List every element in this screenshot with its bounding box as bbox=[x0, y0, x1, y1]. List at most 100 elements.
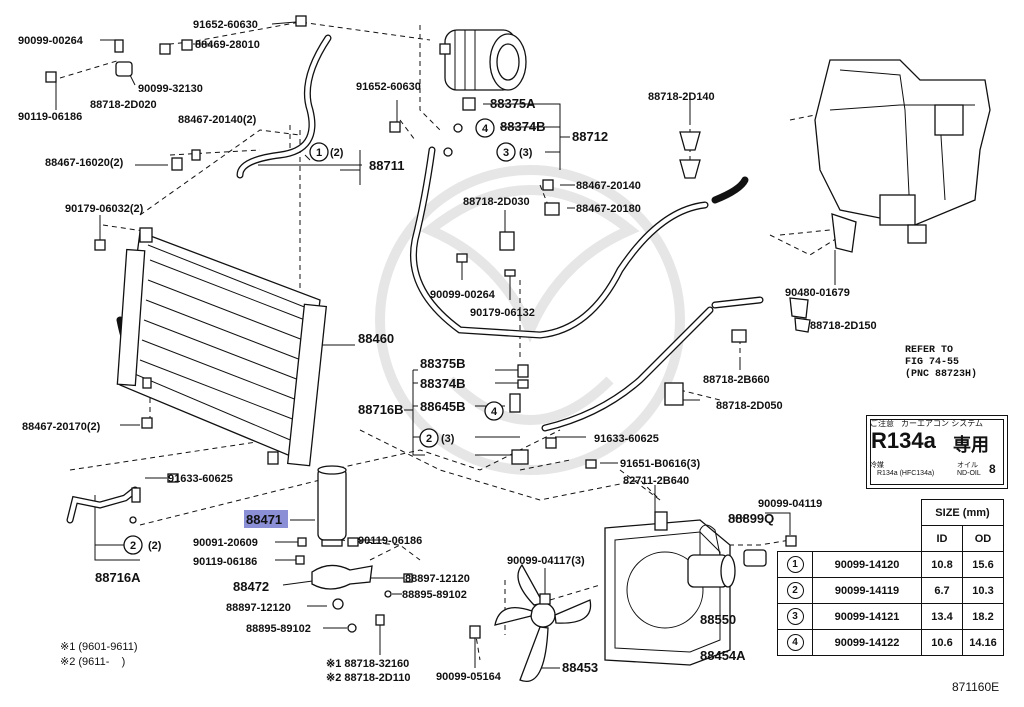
receiver-dryer bbox=[317, 465, 347, 547]
circle-3-qty: (3) bbox=[519, 147, 533, 159]
row-od: 15.6 bbox=[962, 551, 1004, 578]
callout-90099-00264-b: 90099-00264 bbox=[430, 289, 496, 301]
callout-88374b-top: 88374B bbox=[500, 119, 546, 134]
condenser bbox=[116, 227, 328, 467]
callout-88550: 88550 bbox=[700, 612, 736, 627]
callout-88467-20140: 88467-20140 bbox=[576, 180, 641, 192]
callout-88467-20170-2: 88467-20170(2) bbox=[22, 421, 101, 433]
condenser-fins bbox=[139, 259, 306, 421]
circle-number-2-mid: 2 bbox=[426, 433, 432, 445]
refrigerant-label: ご注意 カーエアコン システム R134a 専用 冷媒 R134a (HFC13… bbox=[866, 415, 1008, 489]
callout-88711: 88711 bbox=[369, 158, 404, 173]
callout-90099-04119: 90099-04119 bbox=[758, 498, 822, 510]
circle-marks: 1 4 3 4 2 2 bbox=[123, 118, 516, 555]
callout-88895-89102-a: 88895-89102 bbox=[402, 589, 467, 601]
hoses bbox=[66, 34, 764, 524]
callout-90099-00264-a: 90099-00264 bbox=[18, 35, 84, 47]
row-circle-number: 3 bbox=[786, 608, 804, 625]
callout-90119-06186-b: 90119-06186 bbox=[358, 535, 422, 547]
callout-88718-2d150: 88718-2D150 bbox=[810, 320, 877, 332]
row-circle-number: 1 bbox=[786, 556, 804, 573]
callout-88645b: 88645B bbox=[420, 399, 466, 414]
label-foot-left-title: 冷媒 bbox=[870, 462, 884, 469]
size-table-title: SIZE (mm) bbox=[921, 499, 1004, 526]
callout-90091-20609: 90091-20609 bbox=[193, 537, 258, 549]
callout-90119-06186-c: 90119-06186 bbox=[193, 556, 257, 568]
refer-note: REFER TO FIG 74-55 (PNC 88723H) bbox=[905, 345, 978, 380]
circle-number-4-top: 4 bbox=[482, 123, 489, 135]
row-od: 18.2 bbox=[962, 603, 1004, 630]
callout-88718-2d110: ※2 88718-2D110 bbox=[326, 672, 410, 684]
callout-88899q: 88899Q bbox=[728, 511, 774, 526]
callout-88467-20180: 88467-20180 bbox=[576, 203, 641, 215]
circle-1-qty: (2) bbox=[330, 147, 344, 159]
evaporator-unit bbox=[814, 59, 991, 244]
callout-88718-2d140: 88718-2D140 bbox=[648, 91, 715, 103]
callout-88471: 88471 bbox=[246, 512, 282, 527]
circle-number-1-top: 1 bbox=[316, 147, 322, 159]
table-row: 3 90099-14121 13.4 18.2 bbox=[777, 603, 1004, 630]
callout-88453: 88453 bbox=[562, 660, 598, 675]
compressor bbox=[439, 29, 527, 91]
callout-90480-01679: 90480-01679 bbox=[785, 287, 850, 299]
circle-2-qty-left: (2) bbox=[148, 540, 162, 552]
callout-88469-28010: 88469-28010 bbox=[195, 39, 260, 51]
callout-91633-60625-a: 91633-60625 bbox=[594, 433, 659, 445]
circle-number-2-left: 2 bbox=[130, 540, 136, 552]
connector bbox=[743, 549, 767, 567]
circle-2-qty-mid: (3) bbox=[441, 433, 455, 445]
callout-90099-32130: 90099-32130 bbox=[138, 83, 203, 95]
label-foot-right-title: オイル bbox=[957, 462, 978, 469]
callout-88718-32160: ※1 88718-32160 bbox=[326, 658, 409, 670]
note-2: ※2 (9611- ) bbox=[60, 656, 126, 668]
leader-lines bbox=[55, 21, 836, 669]
callout-88895-89102-b: 88895-89102 bbox=[246, 623, 311, 635]
refrigerant-label-frame bbox=[870, 419, 1004, 485]
callout-88460: 88460 bbox=[358, 331, 394, 346]
callout-88374b-mid: 88374B bbox=[420, 376, 466, 391]
table-row: 1 90099-14120 10.8 15.6 bbox=[777, 551, 1004, 578]
callout-91651-b0616-3: 91651-B0616(3) bbox=[620, 458, 700, 470]
figure-id: 871160E bbox=[952, 680, 1000, 694]
size-table-col-id: ID bbox=[921, 525, 963, 552]
callout-90099-05164: 90099-05164 bbox=[436, 671, 502, 683]
row-od: 14.16 bbox=[962, 629, 1004, 656]
callout-88375a: 88375A bbox=[490, 96, 536, 111]
callout-88472: 88472 bbox=[233, 579, 269, 594]
row-id: 10.6 bbox=[921, 629, 963, 656]
part-callouts: 90099-00264 91652-60630 88469-28010 9009… bbox=[18, 19, 877, 684]
callout-88467-20140-2: 88467-20140(2) bbox=[178, 114, 257, 126]
watermark-logo bbox=[375, 165, 685, 475]
hose-size-table: SIZE (mm) ID OD 1 90099-14120 10.8 15.6 … bbox=[777, 499, 1004, 656]
callout-88716b: 88716B bbox=[358, 402, 404, 417]
callout-88454a: 88454A bbox=[700, 648, 746, 663]
callout-90179-06032-2: 90179-06032(2) bbox=[65, 203, 144, 215]
label-foot-number: 8 bbox=[989, 462, 996, 476]
callout-88718-2b660: 88718-2B660 bbox=[703, 374, 770, 386]
callout-88712: 88712 bbox=[572, 129, 608, 144]
row-id: 10.8 bbox=[921, 551, 963, 578]
row-part-number: 90099-14120 bbox=[812, 551, 922, 578]
callout-91652-60630-a: 91652-60630 bbox=[193, 19, 258, 31]
circle-number-3-top: 3 bbox=[503, 147, 509, 159]
fan-shroud bbox=[604, 519, 731, 666]
row-id: 13.4 bbox=[921, 603, 963, 630]
small-fittings bbox=[45, 15, 857, 639]
label-kanji: 専用 bbox=[953, 435, 989, 455]
dryer-bracket bbox=[311, 564, 385, 626]
row-part-number: 90099-14121 bbox=[812, 603, 922, 630]
row-part-number: 90099-14119 bbox=[812, 577, 922, 604]
row-circle-number: 2 bbox=[786, 582, 804, 599]
part-highlight bbox=[244, 510, 288, 528]
fan-motor bbox=[687, 524, 736, 588]
row-part-number: 90099-14122 bbox=[812, 629, 922, 656]
callout-88716a: 88716A bbox=[95, 570, 141, 585]
row-od: 10.3 bbox=[962, 577, 1004, 604]
callout-88897-12120-b: 88897-12120 bbox=[226, 602, 291, 614]
callout-91633-60625-b: 91633-60625 bbox=[168, 473, 233, 485]
label-foot-left-value: R134a (HFC134a) bbox=[877, 470, 935, 477]
label-header-left: ご注意 bbox=[870, 419, 894, 428]
label-foot-right-value: ND-OIL bbox=[957, 470, 981, 477]
callout-91652-60630-b: 91652-60630 bbox=[356, 81, 421, 93]
